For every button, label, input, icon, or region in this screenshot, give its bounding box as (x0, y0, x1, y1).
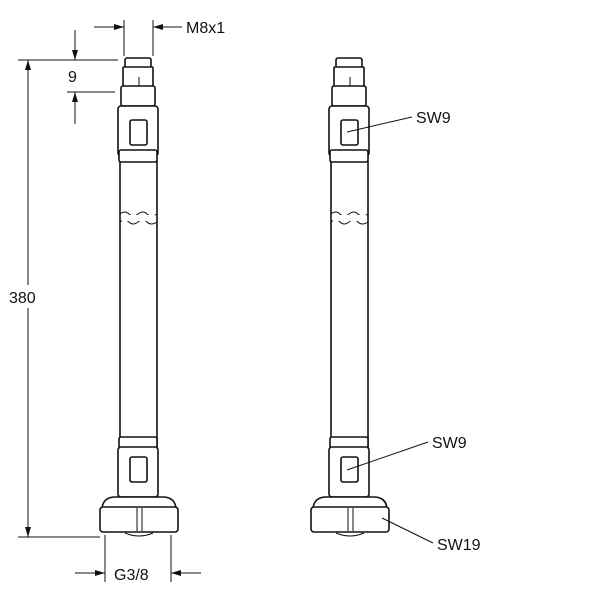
dimension-380: 380 (9, 59, 100, 538)
wrench-flat-top (129, 119, 148, 146)
svg-text:SW9: SW9 (432, 435, 467, 452)
nut-base (124, 532, 154, 537)
thread (122, 66, 154, 88)
callout-sw9-bottom: SW9 (346, 435, 467, 471)
wrench-flat-top (340, 119, 359, 146)
top-nut (120, 85, 156, 107)
svg-text:SW9: SW9 (416, 110, 451, 127)
wrench-flat-bottom (129, 456, 148, 483)
top-collar (118, 149, 158, 163)
nut-base (335, 532, 365, 537)
dimension-label-m8x1: M8x1 (186, 20, 225, 37)
tube (119, 159, 158, 451)
hose-front-view (99, 57, 179, 537)
break-gap (122, 215, 155, 221)
hex-nut (99, 506, 179, 533)
dimension-label-g3-8: G3/8 (114, 567, 149, 584)
hex-nut (310, 506, 390, 533)
hose-side-view (310, 57, 390, 537)
dimension-label-380: 380 (9, 290, 36, 307)
top-collar (329, 149, 369, 163)
svg-text:SW19: SW19 (437, 537, 481, 554)
dimension-m8x1: M8x1 (94, 20, 225, 56)
callout-sw9-top: SW9 (346, 110, 451, 133)
break-gap (333, 215, 366, 221)
dimension-g3-8: G3/8 (75, 535, 201, 584)
callout-sw19: SW19 (381, 517, 481, 554)
thread (333, 66, 365, 88)
tube (330, 159, 369, 451)
top-nut (331, 85, 367, 107)
dimension-9: 9 (55, 30, 118, 124)
dimension-label-9: 9 (68, 69, 77, 86)
